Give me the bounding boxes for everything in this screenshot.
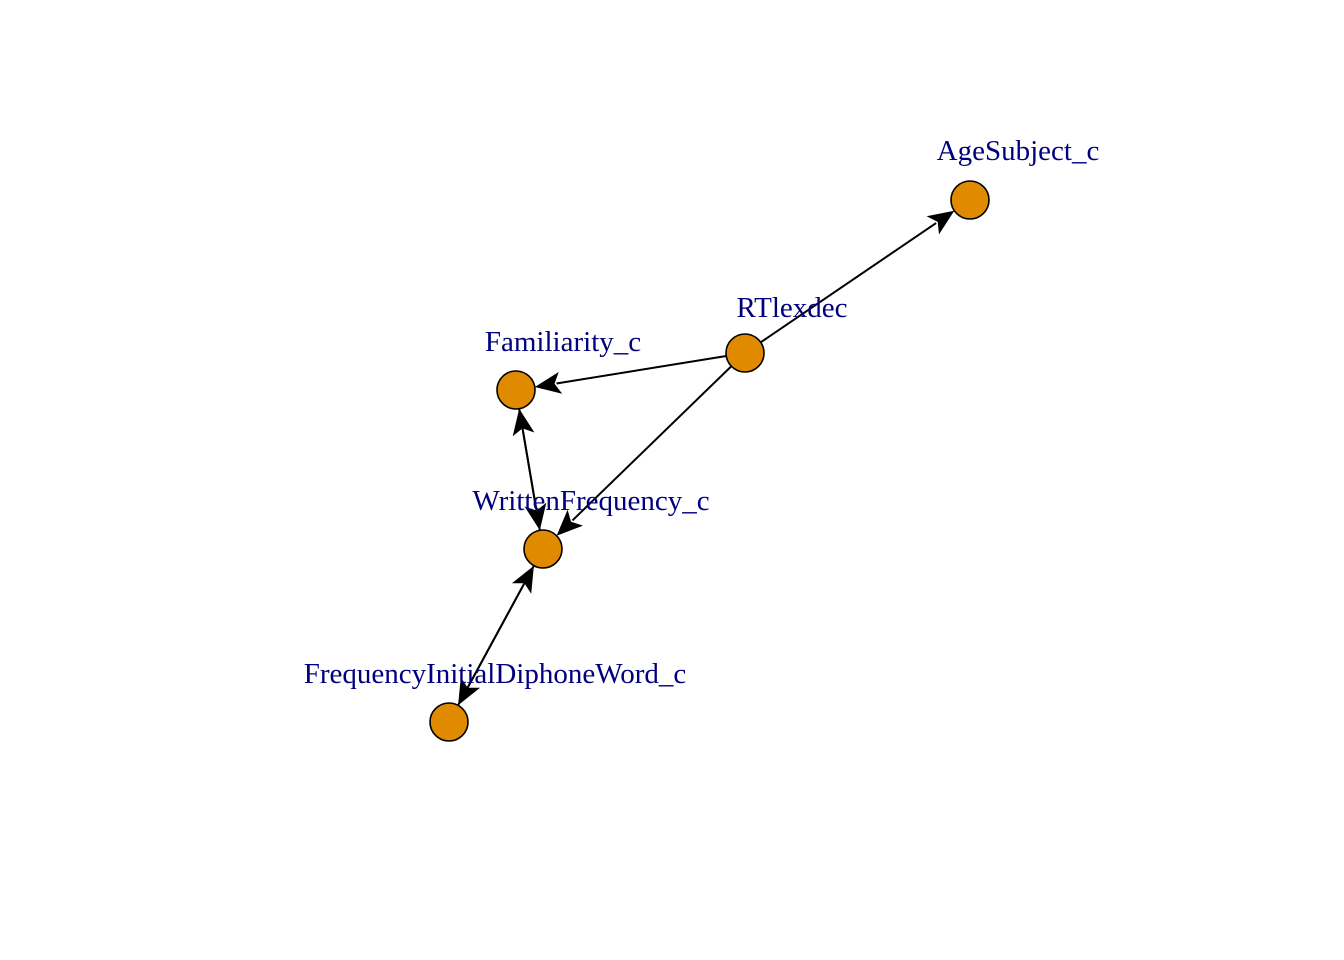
- label-rtlexdec: RTlexdec: [737, 292, 848, 324]
- label-writtenfrequency-c: WrittenFrequency_c: [472, 485, 709, 517]
- edge-rtlexdec-to-writtenfrequency-c: [571, 365, 733, 522]
- label-familiarity-c: Familiarity_c: [485, 326, 641, 358]
- node-familiarity-c[interactable]: [496, 370, 536, 410]
- label-frequencyinitialdiphoneword-c: FrequencyInitialDiphoneWord_c: [304, 658, 687, 690]
- arrowhead-rtlexdec-to-agesubject-c: [926, 210, 955, 235]
- node-frequencyinitialdiphoneword-c[interactable]: [429, 702, 469, 742]
- nodes-layer: [429, 180, 990, 742]
- arrowhead-frequencyinitialdiphoneword-c-to-writtenfrequency-c: [511, 565, 534, 594]
- arrowhead-familiarity-c-to-writtenfrequency-c: [524, 502, 547, 531]
- edges-layer: [457, 210, 955, 706]
- arrowhead-rtlexdec-to-familiarity-c: [534, 372, 563, 394]
- arrowhead-writtenfrequency-c-to-familiarity-c: [512, 408, 535, 437]
- edge-rtlexdec-to-agesubject-c: [760, 222, 937, 344]
- edge-rtlexdec-to-familiarity-c: [556, 355, 727, 385]
- labels-layer: AgeSubject_c RTlexdec Familiarity_c Writ…: [304, 135, 1100, 690]
- arrowhead-rtlexdec-to-writtenfrequency-c: [556, 509, 583, 536]
- label-agesubject-c: AgeSubject_c: [937, 135, 1100, 167]
- arrowhead-writtenfrequency-c-to-frequencyinitialdiphoneword-c: [458, 677, 481, 706]
- node-writtenfrequency-c[interactable]: [523, 529, 563, 569]
- node-rtlexdec[interactable]: [725, 333, 765, 373]
- edge-writtenfrequency-c-to-frequencyinitialdiphoneword-c: [467, 565, 535, 687]
- edge-familiarity-c-to-writtenfrequency-c: [518, 408, 538, 509]
- node-agesubject-c[interactable]: [950, 180, 990, 220]
